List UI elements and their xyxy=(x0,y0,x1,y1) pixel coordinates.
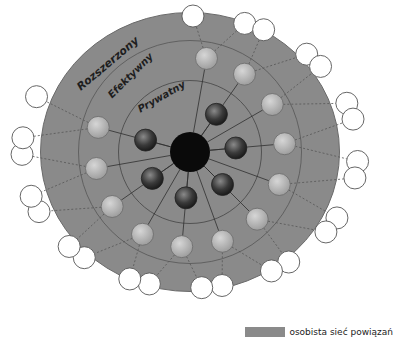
contact-circle xyxy=(119,268,141,290)
effective-contact xyxy=(246,208,268,230)
effective-contact xyxy=(233,63,255,85)
dashed-tie xyxy=(34,129,88,136)
legend: osobista sieć powiązań xyxy=(245,327,393,337)
dashed-tie xyxy=(50,207,101,211)
effective-contact xyxy=(171,236,193,258)
legend-text: osobista sieć powiązań xyxy=(289,327,393,337)
private-contact xyxy=(225,137,247,159)
dashed-tie xyxy=(77,214,104,239)
private-contact xyxy=(135,129,157,151)
contact-circle xyxy=(310,55,332,77)
effective-contact xyxy=(274,133,296,155)
private-contact xyxy=(212,174,234,196)
contact-circle xyxy=(58,235,80,257)
tie-line xyxy=(204,166,249,211)
tie-line xyxy=(161,163,173,172)
dashed-tie xyxy=(268,221,315,230)
effective-contact xyxy=(85,157,107,179)
tie-line xyxy=(187,172,188,187)
effective-contact xyxy=(211,230,233,252)
legend-swatch xyxy=(245,327,285,337)
contact-circle xyxy=(20,185,42,207)
dashed-tie xyxy=(157,255,175,276)
dashed-tie xyxy=(283,103,336,105)
contact-circle xyxy=(344,167,366,189)
contact-circle xyxy=(12,127,34,149)
dashed-tie xyxy=(289,190,328,212)
dashed-tie xyxy=(41,173,86,192)
tie-line xyxy=(210,149,225,150)
contact-circle xyxy=(260,260,282,282)
contact-circle xyxy=(26,86,48,108)
contact-circle xyxy=(211,275,233,297)
effective-contact xyxy=(195,47,217,69)
dashed-tie xyxy=(290,179,344,184)
dashed-tie xyxy=(33,156,86,166)
tie-line xyxy=(107,155,170,166)
tie-line xyxy=(121,163,173,200)
dashed-tie xyxy=(94,238,132,253)
dashed-tie xyxy=(222,252,223,274)
dashed-tie xyxy=(295,146,347,159)
dashed-tie xyxy=(187,257,197,278)
dashed-tie xyxy=(264,228,283,253)
contact-circle xyxy=(138,273,160,295)
effective-contact xyxy=(268,173,290,195)
private-contact xyxy=(205,103,227,125)
effective-contact xyxy=(132,223,154,245)
contact-circle xyxy=(191,277,213,299)
ego-circle xyxy=(170,132,210,172)
effective-contact xyxy=(261,94,283,116)
dashed-tie xyxy=(232,247,262,265)
tie-line xyxy=(201,123,210,135)
tie-line xyxy=(193,69,204,132)
dashed-tie xyxy=(281,73,312,97)
tie-line xyxy=(156,143,170,147)
dashed-tie xyxy=(46,102,88,123)
tie-line xyxy=(204,166,215,177)
dashed-tie xyxy=(133,245,140,269)
dashed-tie xyxy=(249,40,259,64)
dashed-tie xyxy=(255,58,296,71)
dashed-tie xyxy=(295,123,343,140)
dashed-tie xyxy=(215,31,237,51)
effective-contact xyxy=(101,195,123,217)
contact-circle xyxy=(342,108,364,130)
dashed-tie xyxy=(196,26,203,47)
ring-label: Prywatny xyxy=(136,79,187,115)
ring-label-holder: Prywatny xyxy=(135,85,188,104)
contact-circle xyxy=(315,221,337,243)
ring-ellipse xyxy=(79,41,302,264)
private-contact xyxy=(175,187,197,209)
effective-contact xyxy=(87,116,109,138)
private-contact xyxy=(141,167,163,189)
contact-circle xyxy=(253,19,275,41)
contact-circle xyxy=(182,5,204,27)
ring-ellipse xyxy=(41,13,340,292)
